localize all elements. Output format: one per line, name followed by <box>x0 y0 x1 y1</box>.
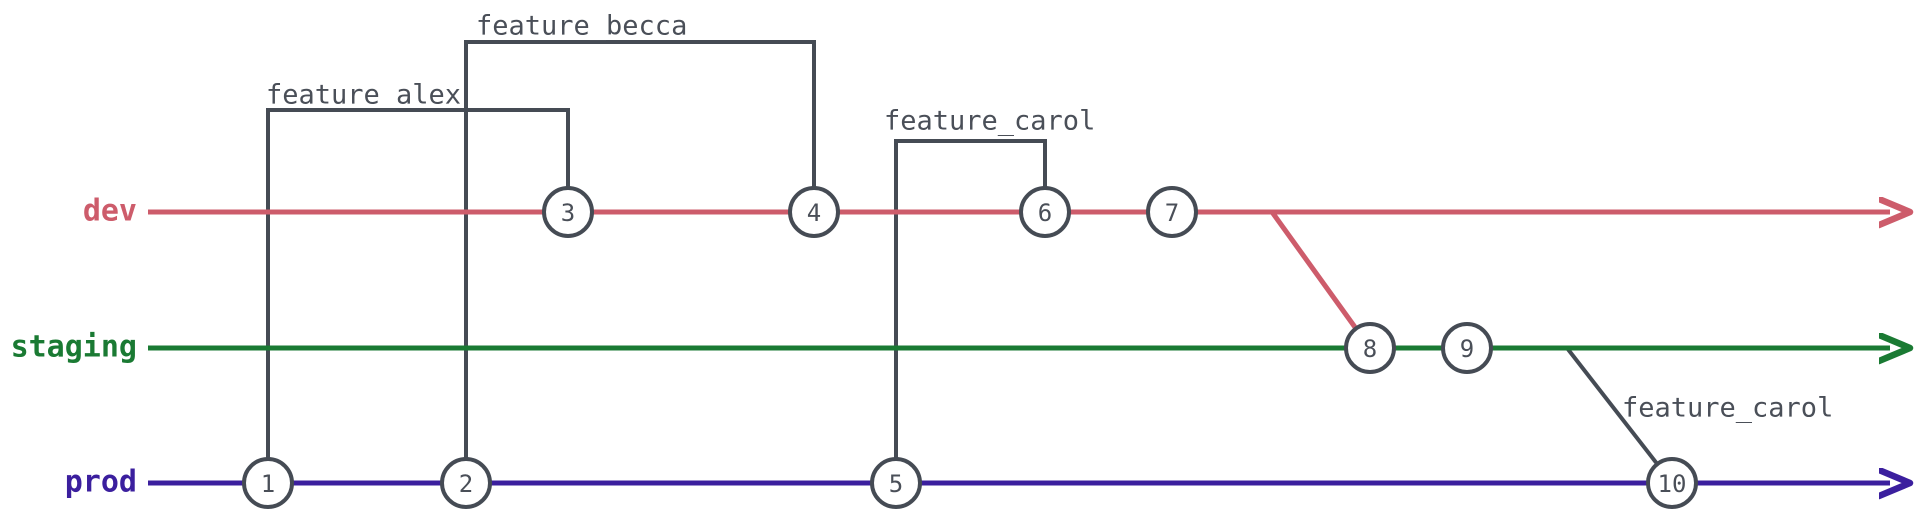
commit-label: 9 <box>1460 335 1474 363</box>
feature-branch-path-feature_becca <box>464 40 816 483</box>
commit-label: 6 <box>1038 199 1052 227</box>
commit-circle[interactable] <box>1344 322 1396 374</box>
commit-circle[interactable] <box>788 186 840 238</box>
commit-node-1[interactable]: 1 <box>242 457 294 509</box>
feature-label-feature_carol_top: feature_carol <box>884 106 1095 137</box>
commit-circle[interactable] <box>1441 322 1493 374</box>
merge-lines <box>1269 210 1373 350</box>
branch-lines <box>148 212 1890 483</box>
commit-label: 2 <box>459 470 473 498</box>
commit-node-10[interactable]: 10 <box>1646 457 1698 509</box>
commit-circle[interactable] <box>1646 457 1698 509</box>
branch-label-dev: dev <box>83 194 137 229</box>
commit-label: 3 <box>561 199 575 227</box>
branch-label-prod: prod <box>65 465 137 500</box>
merge-line-dev-to-staging <box>1269 210 1373 350</box>
commit-nodes[interactable]: 1 2 3 4 5 6 7 <box>242 186 1698 509</box>
feature-branch-path-feature_carol_bottom <box>1565 346 1674 485</box>
commit-node-9[interactable]: 9 <box>1441 322 1493 374</box>
commit-circle[interactable] <box>440 457 492 509</box>
feature-branch-path-feature_alex <box>266 108 570 483</box>
commit-circle[interactable] <box>242 457 294 509</box>
commit-node-2[interactable]: 2 <box>440 457 492 509</box>
feature-branch-path-feature_carol_top <box>894 139 1047 483</box>
commit-label: 1 <box>261 470 275 498</box>
feature-label-feature_carol_bottom: feature_carol <box>1622 393 1833 424</box>
commit-circle[interactable] <box>1146 186 1198 238</box>
commit-circle[interactable] <box>870 457 922 509</box>
commit-label: 8 <box>1363 335 1377 363</box>
commit-node-7[interactable]: 7 <box>1146 186 1198 238</box>
commit-node-5[interactable]: 5 <box>870 457 922 509</box>
feature-branch-labels: feature_alex feature_becca feature_carol… <box>266 11 1833 424</box>
commit-node-3[interactable]: 3 <box>542 186 594 238</box>
commit-label: 4 <box>807 199 821 227</box>
commit-node-4[interactable]: 4 <box>788 186 840 238</box>
feature-branch-paths <box>266 40 1674 485</box>
feature-label-feature_alex: feature_alex <box>266 80 461 111</box>
feature-label-feature_becca: feature_becca <box>476 11 687 42</box>
commit-node-8[interactable]: 8 <box>1344 322 1396 374</box>
commit-node-6[interactable]: 6 <box>1019 186 1071 238</box>
commit-label: 10 <box>1658 470 1687 498</box>
commit-label: 5 <box>889 470 903 498</box>
branch-labels: dev staging prod <box>11 194 137 500</box>
branch-label-staging: staging <box>11 330 137 365</box>
commit-circle[interactable] <box>542 186 594 238</box>
commit-label: 7 <box>1165 199 1179 227</box>
commit-circle[interactable] <box>1019 186 1071 238</box>
